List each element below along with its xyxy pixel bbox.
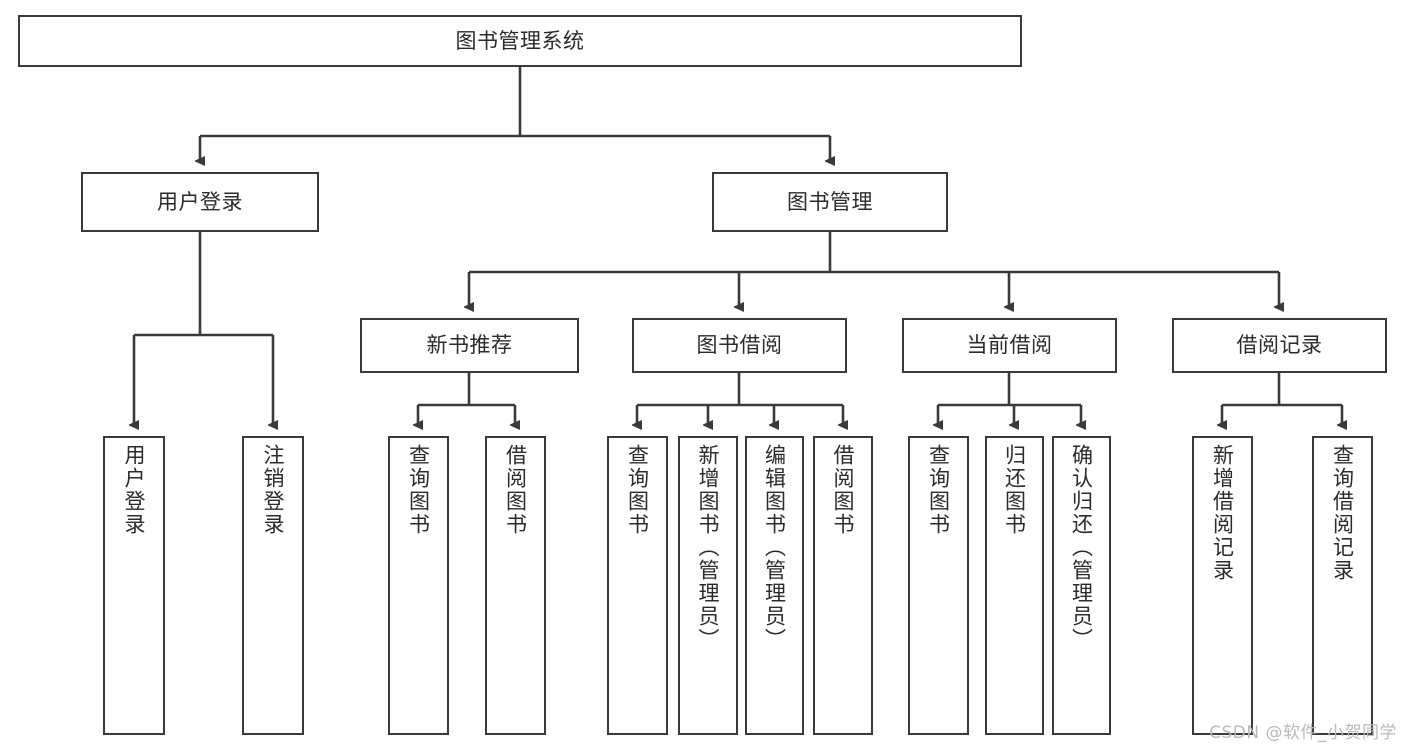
leaf-query-borrow-record[interactable]: 查询借阅记录: [1312, 436, 1373, 735]
edge-group-user-login: [134, 232, 273, 425]
node-new-book-recommend-label: 新书推荐: [426, 333, 513, 358]
leaf-borrow-book-recommend[interactable]: 借阅图书: [485, 436, 546, 735]
node-user-login[interactable]: 用户登录: [81, 172, 319, 232]
leaf-logout-label: 注销登录: [261, 444, 286, 536]
node-new-book-recommend[interactable]: 新书推荐: [360, 318, 579, 373]
leaf-query-book-recommend[interactable]: 查询图书: [388, 436, 449, 735]
edge-group-borrow-record: [1222, 373, 1342, 425]
leaf-edit-book-admin-label: 编辑图书（管理员）: [762, 444, 787, 651]
leaf-logout[interactable]: 注销登录: [242, 436, 304, 735]
leaf-borrow-book-label: 借阅图书: [831, 444, 856, 536]
leaf-add-book-admin-label: 新增图书（管理员）: [696, 444, 721, 651]
watermark: CSDN @软件_小贺同学: [1209, 723, 1397, 743]
leaf-query-book-recommend-label: 查询图书: [406, 444, 431, 536]
node-current-borrow[interactable]: 当前借阅: [902, 318, 1117, 373]
leaf-borrow-book[interactable]: 借阅图书: [813, 436, 873, 735]
node-root-label: 图书管理系统: [455, 28, 585, 53]
leaf-query-book-borrow-label: 查询图书: [625, 444, 650, 536]
leaf-user-login[interactable]: 用户登录: [103, 436, 165, 735]
edge-group-root: [200, 67, 830, 161]
leaf-return-book-label: 归还图书: [1002, 444, 1027, 536]
edge-group-book-borrow: [637, 373, 843, 425]
node-user-login-label: 用户登录: [157, 189, 243, 214]
node-book-management[interactable]: 图书管理: [712, 172, 948, 232]
leaf-query-borrow-record-label: 查询借阅记录: [1330, 444, 1355, 582]
edge-group-new-book: [418, 373, 515, 425]
leaf-user-login-label: 用户登录: [122, 444, 147, 536]
node-borrow-record[interactable]: 借阅记录: [1172, 318, 1387, 373]
leaf-query-book-borrow[interactable]: 查询图书: [607, 436, 668, 735]
leaf-add-book-admin[interactable]: 新增图书（管理员）: [678, 436, 738, 735]
node-root[interactable]: 图书管理系统: [18, 15, 1022, 67]
leaf-return-book[interactable]: 归还图书: [985, 436, 1044, 735]
node-book-borrow[interactable]: 图书借阅: [632, 318, 847, 373]
node-current-borrow-label: 当前借阅: [966, 333, 1053, 358]
leaf-query-book-current[interactable]: 查询图书: [908, 436, 969, 735]
leaf-confirm-return-admin-label: 确认归还（管理员）: [1069, 444, 1094, 651]
leaf-edit-book-admin[interactable]: 编辑图书（管理员）: [745, 436, 804, 735]
leaf-query-book-current-label: 查询图书: [926, 444, 951, 536]
node-book-borrow-label: 图书借阅: [696, 333, 783, 358]
leaf-borrow-book-recommend-label: 借阅图书: [503, 444, 528, 536]
leaf-confirm-return-admin[interactable]: 确认归还（管理员）: [1052, 436, 1111, 735]
node-borrow-record-label: 借阅记录: [1236, 333, 1323, 358]
node-book-management-label: 图书管理: [787, 189, 873, 214]
edge-group-current-borrow: [938, 373, 1081, 425]
leaf-add-borrow-record-label: 新增借阅记录: [1210, 444, 1235, 582]
edge-group-book-manage: [469, 232, 1279, 307]
leaf-add-borrow-record[interactable]: 新增借阅记录: [1192, 436, 1253, 735]
